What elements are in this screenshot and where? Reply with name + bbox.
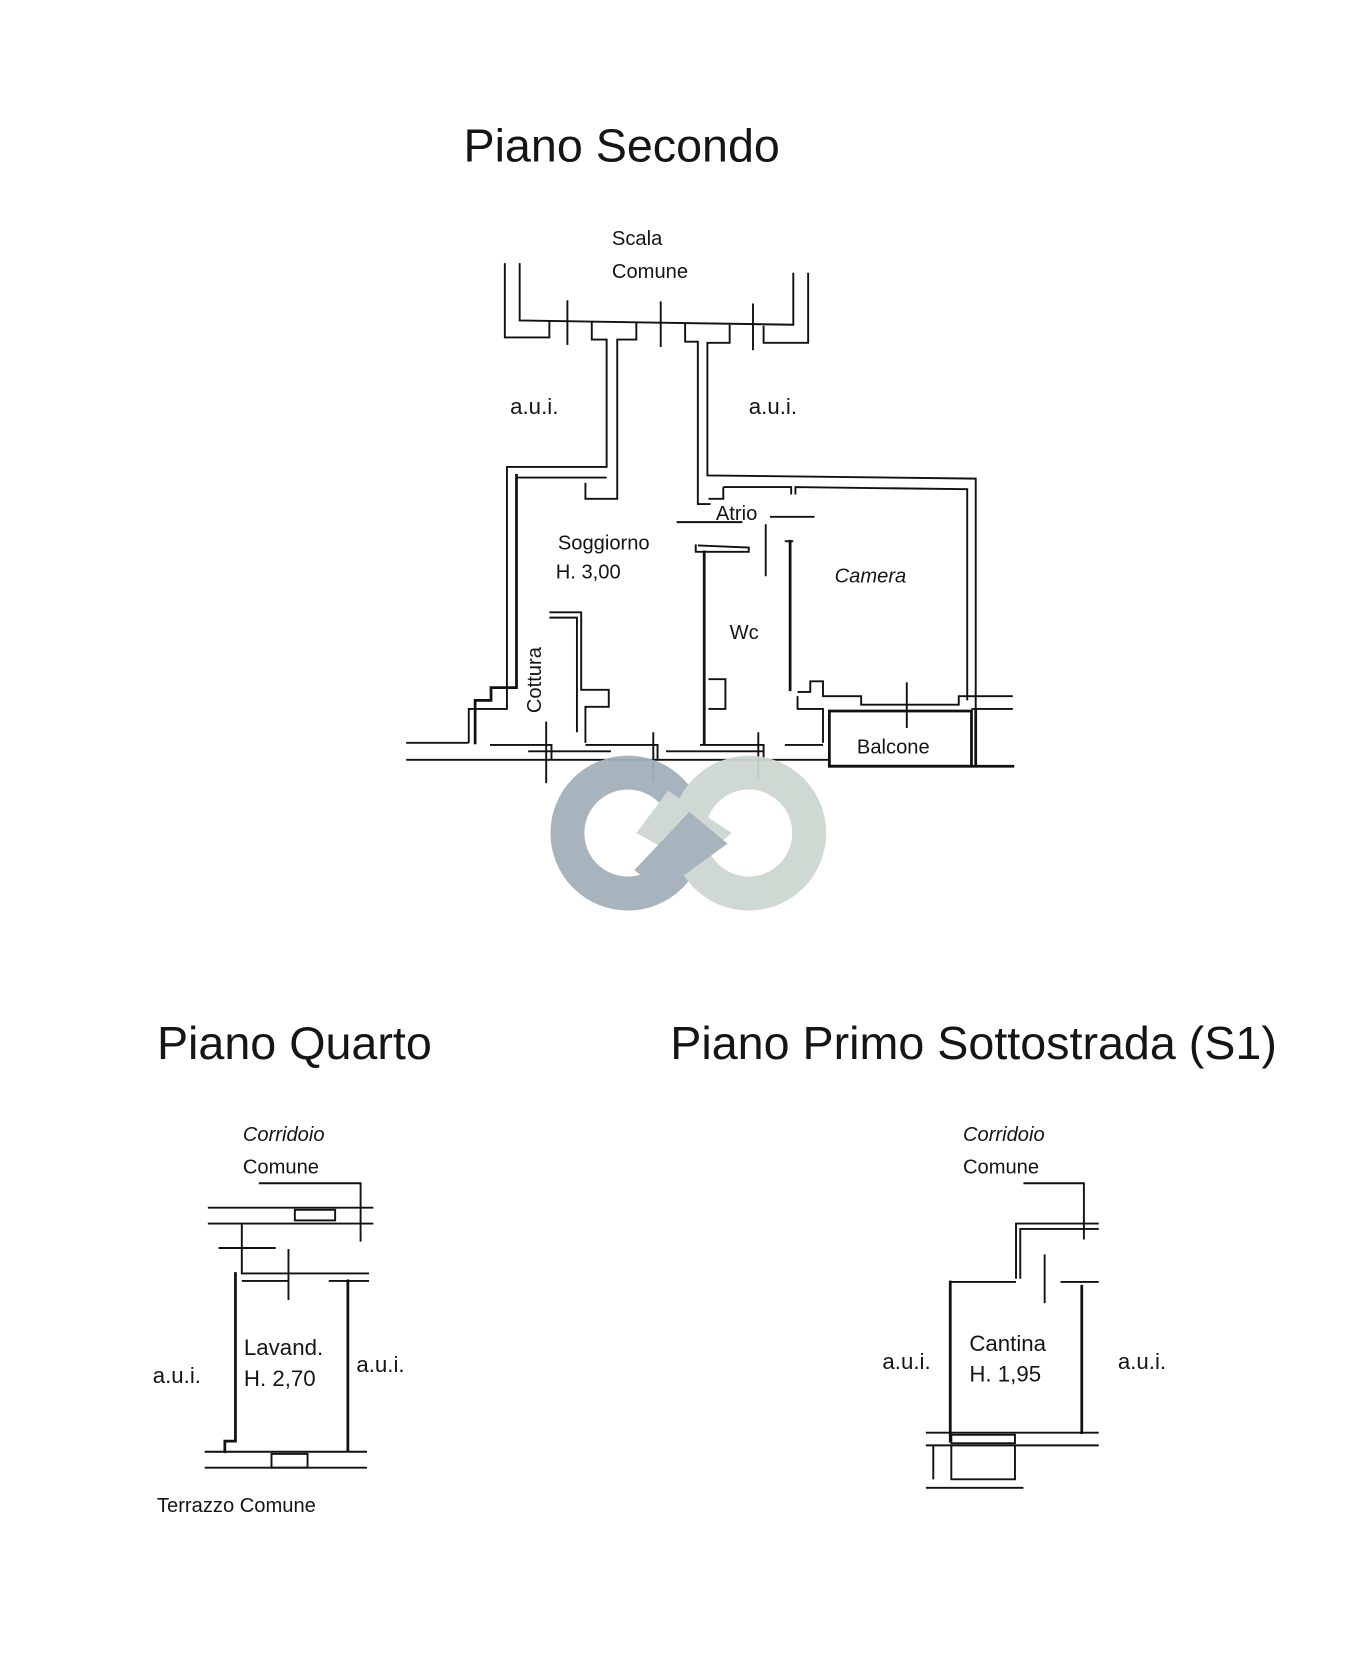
aui-left-label: a.u.i. (510, 394, 558, 419)
fourth-floor-title: Piano Quarto (157, 1017, 432, 1069)
cellar-height: H. 1,95 (969, 1362, 1041, 1387)
second-floor-title: Piano Secondo (463, 119, 779, 171)
kitchen-label: Cottura (524, 646, 546, 713)
bedroom-label: Camera (835, 566, 907, 588)
second-floor-plan: Piano Secondo Scala Comune a.u.i. a.u.i. (406, 119, 1015, 784)
living-room-label: Soggiorno (558, 533, 650, 555)
basement-plan: Piano Primo Sottostrada (S1) Corridoio C… (670, 1017, 1277, 1489)
laundry-height: H. 2,70 (244, 1366, 316, 1391)
aui-left-label: a.u.i. (882, 1349, 930, 1374)
terrace-label: Terrazzo Comune (157, 1495, 316, 1517)
aui-right-label: a.u.i. (356, 1352, 404, 1377)
cellar-label: Cantina (969, 1331, 1046, 1356)
aui-left-label: a.u.i. (153, 1363, 201, 1388)
balcony-label: Balcone (857, 736, 930, 758)
corridor-label-line1: Corridoio (963, 1124, 1045, 1146)
corridor-label-line1: Corridoio (243, 1124, 325, 1146)
stair-label-line2: Comune (612, 261, 688, 283)
aui-right-label: a.u.i. (1118, 1349, 1166, 1374)
aui-right-label: a.u.i. (749, 394, 797, 419)
laundry-label: Lavand. (244, 1335, 323, 1360)
infinity-logo-icon (550, 755, 827, 911)
atrio-label: Atrio (716, 503, 757, 525)
stair-label-line1: Scala (612, 228, 663, 250)
fourth-floor-plan: Piano Quarto Corridoio Comune Lavand. H.… (153, 1017, 432, 1517)
basement-title: Piano Primo Sottostrada (S1) (670, 1017, 1277, 1069)
living-room-height: H. 3,00 (556, 561, 621, 583)
wc-label: Wc (730, 622, 759, 644)
corridor-label-line2: Comune (243, 1157, 319, 1179)
corridor-label-line2: Comune (963, 1157, 1039, 1179)
